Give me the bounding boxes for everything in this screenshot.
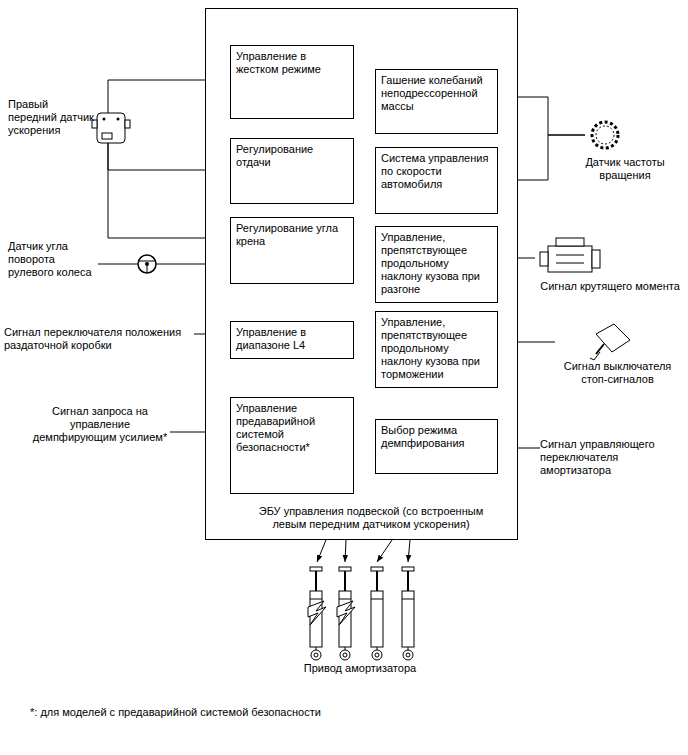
node-text: Регулирование отдачи (236, 143, 348, 169)
node-text: Датчик угла поворота рулевого колеса (8, 240, 98, 279)
control-box: Система управления по скорости автомобил… (375, 147, 498, 214)
signal-arrow (345, 540, 346, 562)
node-text: Сигнал крутящего момента (535, 280, 685, 293)
signal-label: Сигнал крутящего момента (535, 232, 685, 293)
signal-label: Сигнал выключателя стоп-сигналов (555, 318, 680, 386)
node-text: Управление предаварийной системой безопа… (236, 402, 348, 454)
signal-label: Сигнал переключателя положения раздаточн… (4, 326, 194, 352)
sensor-label: Датчик угла поворота рулевого колеса (8, 240, 98, 279)
node-text: Гашение колебаний неподрессоренной массы (381, 74, 492, 113)
control-box: Управление предаварийной системой безопа… (230, 397, 354, 494)
control-box: Управление, препятствующее продольному н… (375, 311, 498, 388)
control-box: Выбор режима демпфирования (375, 419, 498, 474)
engine-icon (540, 238, 600, 272)
node-text: Сигнал управляющего переключателя аморти… (540, 438, 685, 477)
control-box: Управление в жестком режиме (230, 45, 354, 119)
node-text: Управление, препятствующее продольному н… (381, 316, 492, 381)
signal-arrow (317, 540, 326, 562)
node-text: ЭБУ управления подвеской (со встроенным … (246, 505, 496, 531)
sensor-label: Датчик частоты вращения (585, 120, 665, 182)
steering-wheel-icon (138, 255, 156, 273)
node-text: Регулирование угла крена (236, 222, 348, 248)
control-box: Регулирование отдачи (230, 138, 354, 204)
node-text: Управление, препятствующее продольному н… (381, 231, 492, 296)
node-text: Сигнал выключателя стоп-сигналов (555, 360, 680, 386)
node-text: Правый передний датчик ускорения (8, 98, 96, 137)
node-text: Система управления по скорости автомобил… (381, 152, 492, 191)
control-box: Управление, препятствующее продольному н… (375, 226, 498, 303)
node-text: Управление в жестком режиме (236, 50, 348, 76)
signal-arrow (377, 540, 392, 562)
control-box: Регулирование угла крена (230, 217, 354, 284)
sensor-label: Правый передний датчик ускорения (8, 98, 96, 137)
footnote: *: для моделей с предаварийной системой … (30, 706, 321, 719)
node-text: Сигнал переключателя положения раздаточн… (4, 326, 194, 352)
control-box: Управление в диапазоне L4 (230, 321, 354, 359)
node-text: Датчик частоты вращения (585, 156, 665, 182)
node-text: Выбор режима демпфирования (381, 424, 492, 450)
node-text: Привод амортизатора (290, 662, 430, 675)
signal-arrow (408, 540, 410, 562)
node-text: Управление в диапазоне L4 (236, 326, 348, 352)
signal-label: Сигнал запроса на управление демпфирующи… (30, 405, 170, 444)
acceleration-sensor-icon (92, 113, 130, 143)
shock-actuator-icon (308, 567, 414, 660)
ecu-box: ЭБУ управления подвеской (со встроенным … (205, 8, 518, 540)
control-box: Гашение колебаний неподрессоренной массы (375, 69, 498, 134)
brake-pedal-icon (590, 324, 630, 360)
actuator-label: Привод амортизатора (290, 562, 430, 675)
speed-sensor-icon (592, 122, 618, 148)
node-text: Сигнал запроса на управление демпфирующи… (30, 405, 170, 444)
signal-label: Сигнал управляющего переключателя аморти… (540, 438, 685, 477)
